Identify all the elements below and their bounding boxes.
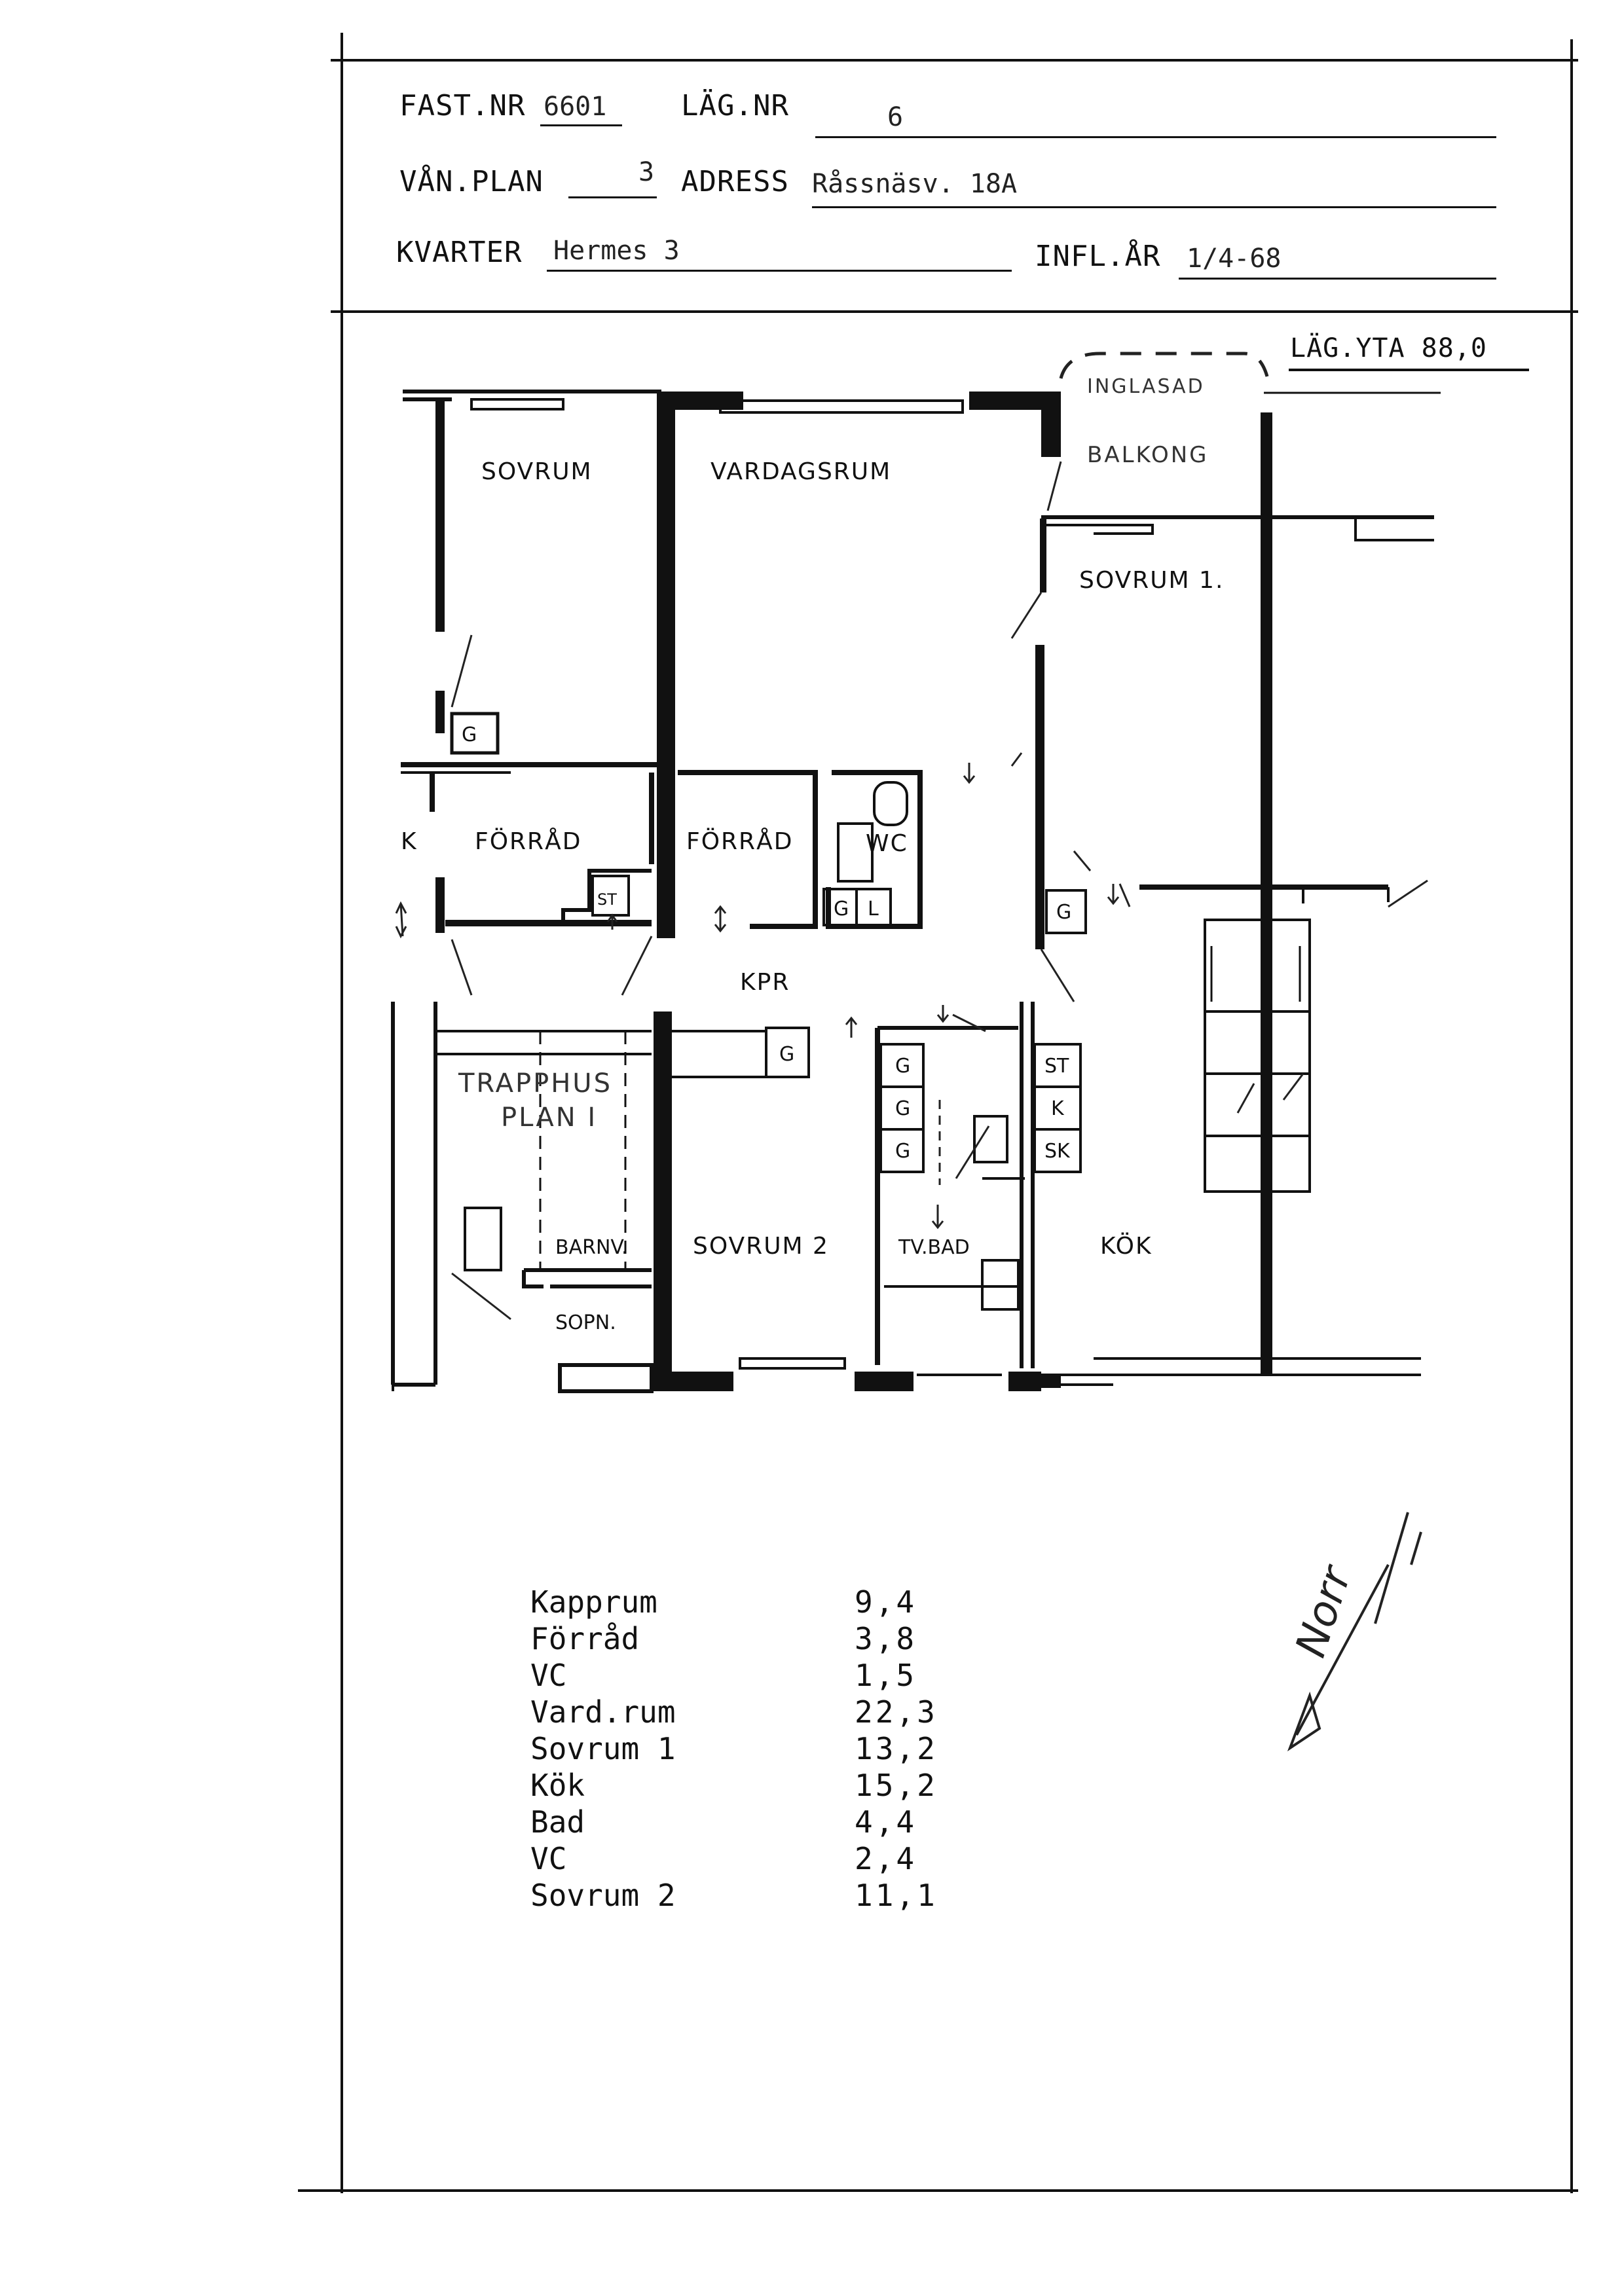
room-k-label: K (401, 828, 418, 855)
balkong-label: BALKONG (1087, 442, 1209, 468)
lag-nr-underline (815, 136, 1496, 138)
area-row: Bad 4,4 (530, 1804, 1015, 1841)
fast-nr-underline (540, 124, 622, 126)
room-wc-label: WC (866, 830, 908, 857)
room-tvbad-label: TV.BAD (898, 1236, 970, 1259)
box-g-7: G (895, 1140, 910, 1163)
area-room-name: Kök (530, 1768, 585, 1803)
infl-ar-label: INFL.ÅR (1035, 240, 1161, 273)
area-room-name: Vard.rum (530, 1694, 676, 1730)
box-sk: SK (1044, 1140, 1071, 1163)
box-k: K (1051, 1097, 1065, 1120)
room-barnv-label: BARNV. (555, 1236, 628, 1259)
infl-ar-underline (1179, 278, 1496, 280)
area-room-name: VC (530, 1841, 567, 1876)
lag-yta-label: LÄG.YTA 88,0 (1290, 332, 1487, 363)
box-g-4: G (779, 1043, 794, 1066)
area-row: Sovrum 2 11,1 (530, 1878, 1015, 1914)
room-forrad-right-label: FÖRRÅD (686, 827, 793, 855)
lag-nr-label: LÄG.NR (681, 89, 789, 122)
north-arrow: Norr (1287, 1512, 1422, 1752)
north-label: Norr (1287, 1559, 1362, 1663)
area-room-value: 2,4 (855, 1841, 917, 1876)
adress-value: Råssnäsv. 18A (812, 169, 1018, 199)
area-room-name: VC (530, 1658, 567, 1693)
box-st-1: ST (597, 890, 617, 909)
area-row: VC 1,5 (530, 1658, 1015, 1694)
inglasad-label: INGLASAD (1087, 375, 1205, 398)
area-row: Sovrum 1 13,2 (530, 1731, 1015, 1768)
box-st-2: ST (1044, 1055, 1069, 1078)
area-room-value: 4,4 (855, 1804, 917, 1840)
box-g-6: G (895, 1097, 910, 1120)
fast-nr-value: 6601 (544, 92, 607, 122)
room-forrad-left-label: FÖRRÅD (475, 827, 581, 855)
area-room-value: 9,4 (855, 1584, 917, 1620)
room-vardagsrum-label: VARDAGSRUM (710, 458, 891, 485)
box-g-5: G (895, 1055, 910, 1078)
room-kok-label: KÖK (1100, 1232, 1153, 1260)
area-room-value: 1,5 (855, 1658, 917, 1693)
kvarter-value: Hermes 3 (553, 236, 680, 266)
box-l: L (868, 898, 879, 920)
van-plan-value: 3 (638, 157, 655, 187)
room-sovrum2-label: SOVRUM 2 (693, 1233, 829, 1260)
area-room-name: Sovrum 1 (530, 1731, 676, 1766)
area-room-value: 13,2 (855, 1731, 938, 1766)
infl-ar-value: 1/4-68 (1187, 244, 1282, 274)
kvarter-underline (547, 270, 1012, 272)
area-room-value: 3,8 (855, 1621, 917, 1656)
frame-right-line (1570, 39, 1573, 2193)
box-g-3: G (1056, 901, 1071, 924)
area-room-value: 22,3 (855, 1694, 938, 1730)
room-kpr-label: KPR (740, 969, 790, 996)
frame-bottom-line (298, 2189, 1578, 2192)
room-sovrum-label: SOVRUM (481, 458, 593, 485)
area-room-name: Bad (530, 1804, 585, 1840)
area-room-name: Sovrum 2 (530, 1878, 676, 1913)
room-trapphus-label: TRAPPHUS (458, 1068, 612, 1099)
area-row: Kapprum 9,4 (530, 1584, 1015, 1621)
fast-nr-label: FAST.NR (399, 89, 526, 122)
adress-underline (812, 206, 1496, 208)
frame-top-line (331, 59, 1578, 62)
van-plan-underline (568, 196, 657, 198)
plan-heavy-walls (652, 392, 1272, 1391)
room-sovrum1-label: SOVRUM 1. (1079, 567, 1224, 594)
frame-header-bottom-line (331, 310, 1578, 313)
frame-left-line (341, 33, 343, 2193)
area-room-name: Kapprum (530, 1584, 657, 1620)
van-plan-label: VÅN.PLAN (399, 165, 544, 198)
kvarter-label: KVARTER (396, 236, 523, 269)
area-room-value: 15,2 (855, 1768, 938, 1803)
area-row: Kök 15,2 (530, 1768, 1015, 1804)
area-room-name: Förråd (530, 1621, 640, 1656)
inglasad-bracket (1059, 352, 1269, 379)
area-row: Förråd 3,8 (530, 1621, 1015, 1658)
area-room-value: 11,1 (855, 1878, 938, 1913)
floor-plan: LÄG.YTA 88,0 SOVRUM VARDAGSRUM SOVRUM 1.… (391, 332, 1529, 1393)
box-g-1: G (462, 723, 477, 746)
plan-door-swings (395, 461, 1428, 1321)
room-plan-i-label: PLAN I (501, 1102, 597, 1133)
area-row: VC 2,4 (530, 1841, 1015, 1878)
adress-label: ADRESS (681, 165, 789, 198)
area-row: Vard.rum 22,3 (530, 1694, 1015, 1731)
room-sopn-label: SOPN. (555, 1311, 616, 1334)
box-g-2: G (834, 898, 849, 920)
lag-nr-value: 6 (887, 102, 904, 132)
